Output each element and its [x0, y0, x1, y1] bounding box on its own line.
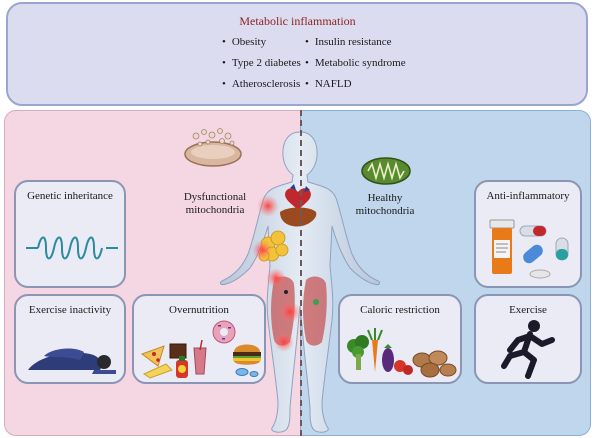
card-title: Genetic inheritance [27, 190, 113, 202]
healthy-mitochondria-icon [361, 157, 411, 185]
panel-title: Metabolic inflammation [239, 14, 356, 28]
card-title: Caloric restriction [360, 304, 440, 316]
exercise-inactivity-card: Exercise inactivity [14, 294, 126, 384]
condition-item: Metabolic syndrome [305, 57, 406, 69]
sleeping-person-icon [28, 348, 116, 374]
card-title: Exercise [509, 304, 547, 316]
center-divider [300, 110, 302, 436]
condition-item: Insulin resistance [305, 36, 392, 48]
exercise-card: Exercise [474, 294, 582, 384]
dna-strand-icon [26, 236, 118, 260]
liver-icon [280, 207, 317, 227]
overnutrition-card: Overnutrition [132, 294, 266, 384]
anti-inflammatory-card: Anti-inflammatory [474, 180, 582, 288]
condition-item: Type 2 diabetes [222, 57, 301, 69]
junk-food-icon [140, 320, 261, 379]
dysfunctional-label-line1: Dysfunctional [183, 191, 247, 203]
dysfunctional-label-line2: mitochondria [185, 204, 245, 216]
healthy-label-line1: Healthy [367, 192, 403, 204]
heart-icon [285, 188, 311, 210]
dysfunctional-mitochondria-icon [184, 128, 242, 167]
card-title: Exercise inactivity [28, 304, 112, 316]
running-person-icon [501, 320, 555, 379]
card-title: Anti-inflammatory [486, 190, 570, 202]
caloric-restriction-card: Caloric restriction [338, 294, 462, 384]
card-title: Overnutrition [169, 304, 229, 316]
condition-item: Obesity [222, 36, 266, 48]
healthy-label-line2: mitochondria [355, 205, 415, 217]
vegetables-icon [347, 328, 457, 378]
condition-item: NAFLD [305, 78, 352, 90]
genetic-inheritance-card: Genetic inheritance [14, 180, 126, 288]
condition-item: Atherosclerosis [222, 78, 300, 90]
medicine-pills-icon [489, 219, 569, 279]
